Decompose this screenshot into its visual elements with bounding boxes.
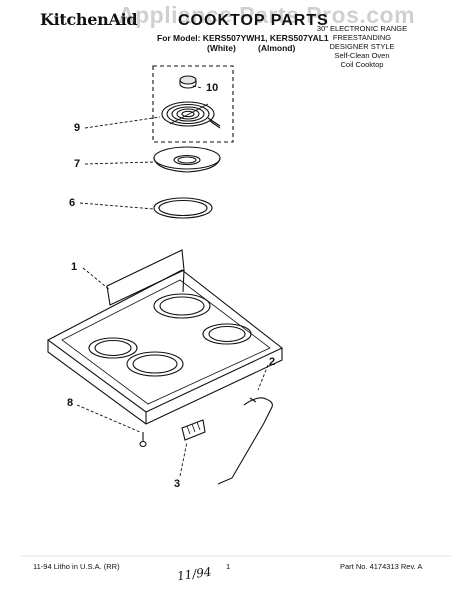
spec-line-2: FREESTANDING xyxy=(332,33,392,42)
brand-logo: KitchenAid xyxy=(40,10,138,29)
terminal-block-part xyxy=(179,75,197,89)
callout-2: 2 xyxy=(269,356,276,368)
callout-3: 3 xyxy=(174,478,181,490)
leader-8 xyxy=(76,404,141,433)
model-color-white: (White) xyxy=(207,43,236,53)
spec-line-3: DESIGNER STYLE xyxy=(329,42,395,51)
clip-part xyxy=(181,419,206,441)
spec-line-5: Coil Cooktop xyxy=(340,60,384,69)
footer-litho: 11-94 Litho in U.S.A. (RR) xyxy=(33,562,120,571)
trim-ring-part xyxy=(153,197,213,219)
element-group-box xyxy=(152,65,234,143)
watermark-text: Appliance Parts Pros.com xyxy=(118,2,416,28)
footer-part-number: Part No. 4174313 Rev. A xyxy=(340,562,423,571)
model-color-almond: (Almond) xyxy=(258,43,296,53)
callout-8: 8 xyxy=(67,397,74,409)
leader-2 xyxy=(257,364,269,391)
screw-part xyxy=(139,432,147,448)
model-numbers: For Model: KERS507YWH1, KERS507YAL1 xyxy=(157,33,329,43)
callout-9: 9 xyxy=(74,122,81,134)
callout-7: 7 xyxy=(74,158,81,170)
leader-3 xyxy=(179,441,188,477)
spec-line-1: 30" ELECTRONIC RANGE xyxy=(316,24,408,33)
leader-1 xyxy=(82,267,111,291)
leader-10 xyxy=(192,85,203,89)
cooktop-part xyxy=(46,249,284,425)
footer-page-number: 1 xyxy=(226,562,231,571)
spec-line-4: Self-Clean Oven xyxy=(334,51,390,60)
callout-10: 10 xyxy=(206,82,219,94)
leader-9 xyxy=(84,116,161,129)
leader-7 xyxy=(84,161,155,165)
spec-block: 30" ELECTRONIC RANGE FREESTANDING DESIGN… xyxy=(302,24,422,69)
page-title: COOKTOP PARTS xyxy=(178,12,329,29)
callout-6: 6 xyxy=(69,197,76,209)
leader-6 xyxy=(79,202,155,210)
coil-element-part xyxy=(161,101,221,129)
callout-1: 1 xyxy=(71,261,78,273)
drip-bowl-part xyxy=(153,146,221,173)
support-rod-part xyxy=(217,397,273,485)
